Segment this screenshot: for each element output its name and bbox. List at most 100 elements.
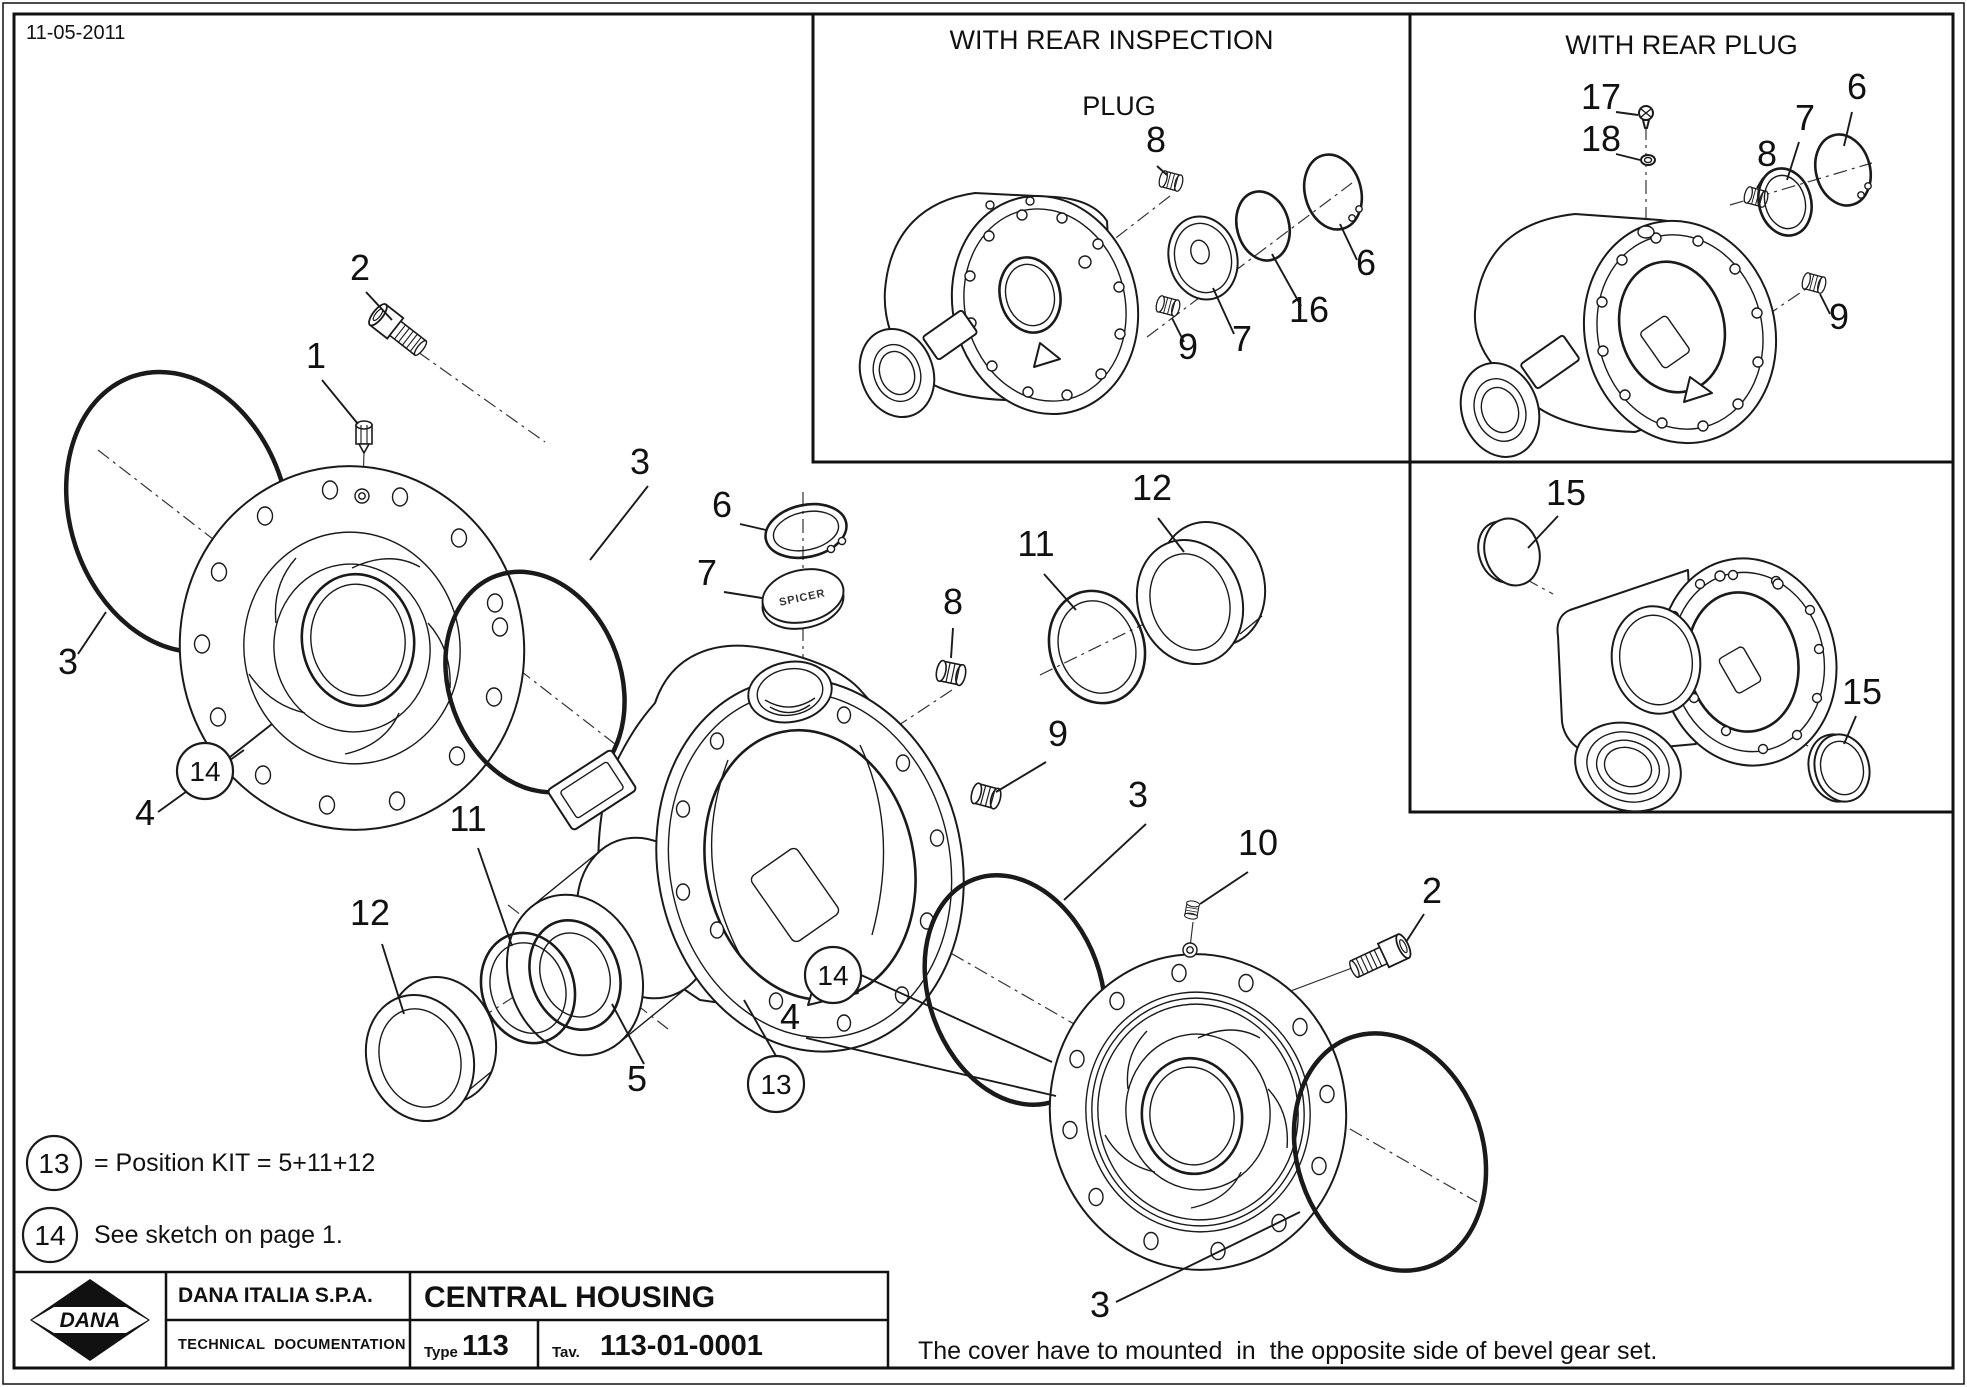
inset2-screw-17 [1638,105,1654,129]
leader-lines [77,111,1857,1303]
callout-3-left: 3 [58,641,78,682]
inset2-bolt-holes [1596,232,1764,432]
inset1-callout-8: 8 [1146,119,1166,160]
cover-bolt-holes [193,480,509,815]
callout-10: 10 [1238,822,1278,863]
callouts-inspection: 8 9 7 16 6 [1146,119,1376,367]
callout-7: 7 [697,552,717,593]
seal-ring-11-left [479,931,577,1045]
housing-bolt-holes [675,698,945,1032]
bearing-cup-12-left [364,975,498,1123]
callout-14-left: 14 [189,756,220,787]
callout-8: 8 [943,581,963,622]
balloon-14-right [803,945,863,1005]
plug-8 [933,658,969,688]
note-circle-14 [21,1206,79,1264]
spicer-cap-7: SPICER [761,568,845,630]
inspection-box-title: WITH REAR INSPECTION PLUG [813,24,1410,123]
title-block-tav-label: Tav. [552,1344,580,1361]
callouts-rear-plug: 17 18 6 7 8 9 [1581,66,1867,337]
callouts-breather: 15 15 [1546,472,1882,712]
inset2-seal-7 [1757,167,1813,237]
note-kit-text: = Position KIT = 5+11+12 [94,1149,376,1177]
callout-1: 1 [306,335,326,376]
balloon-13 [746,1054,806,1114]
note-numbers: 13 14 [34,1148,69,1251]
breather-box [1408,460,1955,814]
title-block-grid [12,1270,890,1370]
title-block-type-value: 113 [462,1330,509,1362]
inset1-callout-16: 16 [1289,289,1329,330]
note-circle-13 [25,1134,83,1192]
date-stamp: 11-05-2011 [26,22,126,44]
inset1-callout-7: 7 [1232,318,1252,359]
plug-1 [355,420,373,455]
callout-11-left: 11 [449,798,486,839]
note-sketch-text: See sketch on page 1. [94,1221,343,1249]
callout-6: 6 [712,484,732,525]
bolt-2-right [1345,931,1415,983]
inset3-callout-15-bottom: 15 [1842,671,1882,712]
inset2-callout-7: 7 [1795,97,1815,138]
balloon-14-left [175,741,235,801]
callout-4-left: 4 [135,792,155,833]
footer-note: The cover have to mounted in the opposit… [918,1337,1658,1365]
callout-11-right: 11 [1017,523,1054,564]
bolt-2-left [365,300,432,361]
callout-2-left: 2 [350,247,370,288]
bearing-cover-right [1048,942,1348,1271]
inset2-snap-ring-6 [1814,133,1872,207]
inset2-callout-18: 18 [1581,118,1621,159]
title-block-type-label: Type [424,1344,458,1361]
breather-cap-15 [1477,517,1541,587]
inset1-snap-ring-6 [1302,153,1364,231]
inset-breather-housing [1556,557,1838,813]
inspection-box-title-line2: PLUG [1082,91,1156,121]
callout-3-bottomright: 3 [1090,1284,1110,1325]
title-block-tav-value: 113-01-0001 [600,1330,763,1362]
callout-12-left: 12 [350,892,390,933]
inset2-callout-17: 17 [1581,76,1621,117]
inset3-callout-15-top: 15 [1546,472,1586,513]
plug-10 [1183,899,1201,921]
o-ring-3-right [1291,1031,1489,1273]
callout-3-midright: 3 [1128,774,1148,815]
bearing-cup-12-right [1135,520,1267,666]
inset-rearplug-housing [1459,213,1778,458]
bearing-cover-left [178,465,526,831]
inset1-plug-8 [1156,169,1186,193]
title-block-department: TECHNICAL DOCUMENTATION [178,1337,406,1353]
inset1-callout-6: 6 [1356,242,1376,283]
inset2-nut-18 [1640,154,1656,166]
central-housing [505,644,965,1057]
inset1-callout-9: 9 [1178,326,1198,367]
cover-right-bolt-holes [1062,963,1335,1261]
title-block-company: DANA ITALIA S.P.A. [178,1284,373,1307]
dana-logo-text: DANA [60,1309,121,1332]
callout-3-mid: 3 [630,441,650,482]
snap-ring-6 [764,502,848,560]
inset2-plug-9 [1799,271,1829,295]
inset1-plug-9 [1153,294,1183,318]
inset2-callout-6: 6 [1847,66,1867,107]
inset1-cover-7 [1167,215,1239,301]
inset3-snout-bore [1574,721,1682,813]
rear-plug-box-title: WITH REAR PLUG [1565,30,1798,60]
inset-inspection-housing [858,192,1140,419]
inset2-callout-8: 8 [1757,133,1777,174]
callout-5: 5 [627,1058,647,1099]
callouts-main: 2 1 3 14 4 3 6 7 8 9 11 12 11 12 5 13 3 … [58,247,1442,1325]
breather-seal-15 [1807,733,1871,803]
inset1-bolt-holes [964,209,1126,401]
plug-9 [968,781,1004,811]
dana-logo: DANA [30,1279,150,1361]
callout-14-right: 14 [817,960,848,991]
callout-9: 9 [1048,713,1068,754]
note-14-number: 14 [34,1220,65,1251]
inspection-box-title-line1: WITH REAR INSPECTION [949,25,1274,55]
callout-4-right: 4 [780,996,800,1037]
callout-12-right: 12 [1132,467,1172,508]
